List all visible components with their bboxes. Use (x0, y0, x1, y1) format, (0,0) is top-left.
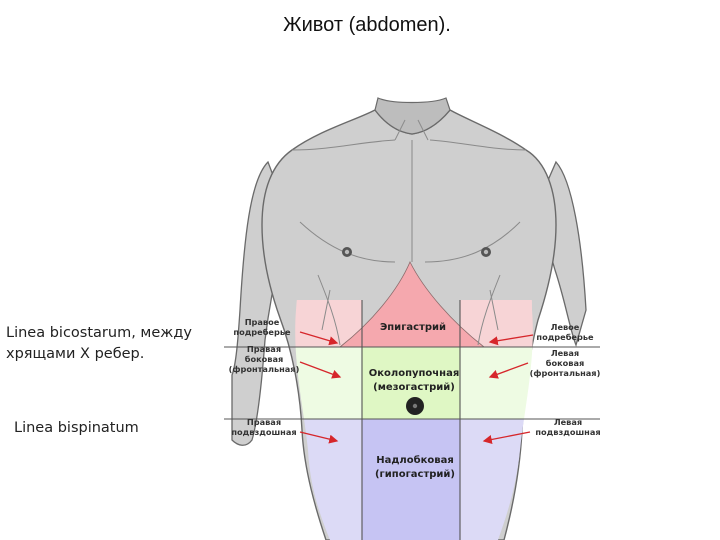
right-iliac-annotation-2: подвздошная (231, 427, 296, 437)
left-iliac-annotation-1: Левая (554, 417, 582, 427)
hypogastric-label-line1: Надлобковая (376, 454, 454, 466)
umbilical-label-line2: (мезогастрий) (373, 382, 455, 393)
right-lateral-annotation-1: Правая (247, 344, 281, 354)
right-lateral-region (295, 347, 362, 419)
umbilicus-center (412, 403, 418, 409)
left-hypochondrium-annotation-2: подреберье (536, 332, 594, 342)
arrow-right-hypochondrium (299, 331, 339, 346)
annotation-arrows (299, 331, 534, 444)
left-lateral-annotation-1: Левая (551, 348, 579, 358)
right-hypochondrium-annotation-1: Правое (245, 317, 280, 327)
left-lateral-region (460, 347, 533, 419)
hypogastric-label-line2: (гипогастрий) (375, 469, 455, 480)
arrow-left-lateral (488, 362, 529, 379)
hypogastric-region (362, 419, 460, 540)
left-nipple-center (483, 249, 489, 255)
page-title: Живот (abdomen). (283, 14, 451, 36)
neck (374, 97, 451, 135)
umbilical-label-line1: Околопупочная (369, 368, 460, 379)
right-lateral-annotation-3: (фронтальная) (229, 364, 300, 374)
region-boundary-lines (224, 300, 600, 540)
epigastric-label: Эпигастрий (380, 322, 446, 333)
left-iliac-region (460, 419, 533, 540)
right-nipple-center (344, 249, 350, 255)
arrow-left-iliac (482, 431, 531, 444)
anatomy-detail-lines (291, 119, 527, 346)
right-hypochondrium-annotation-2: подреберье (233, 327, 291, 337)
left-hypochondrium-annotation-1: Левое (551, 322, 580, 332)
left-lateral-annotation-3: (фронтальная) (530, 368, 601, 378)
arrow-right-lateral (299, 361, 342, 379)
bispinal-line-label: Linea bispinatum (14, 420, 139, 436)
left-iliac-annotation-2: подвздошная (535, 427, 600, 437)
arrow-right-iliac (299, 431, 339, 444)
right-iliac-annotation-1: Правая (247, 417, 281, 427)
arrow-left-hypochondrium (488, 334, 534, 346)
bicostal-line-label: Linea bicostarum, между хрящами X ребер. (6, 325, 192, 362)
left-lateral-annotation-2: боковая (546, 358, 585, 368)
right-lateral-annotation-2: боковая (245, 354, 284, 364)
